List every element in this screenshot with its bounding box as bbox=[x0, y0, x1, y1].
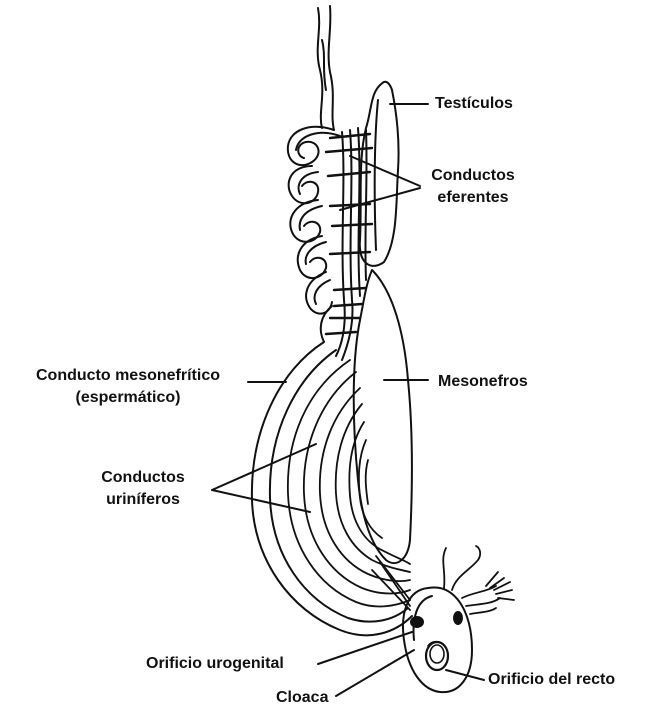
label-conductos-uriniferos-2: uriníferos bbox=[88, 490, 198, 510]
label-conductos-eferentes-1: Conductos bbox=[425, 166, 521, 186]
label-orificio-recto: Orificio del recto bbox=[488, 670, 615, 690]
uriniferous-tubules bbox=[288, 360, 410, 610]
label-cloaca: Cloaca bbox=[276, 688, 328, 708]
upper-duct bbox=[318, 6, 334, 130]
efferent-coils bbox=[288, 127, 340, 342]
label-conductos-uriniferos-1: Conductos bbox=[88, 468, 198, 488]
cloaca-appendages bbox=[443, 546, 514, 614]
leader-uriniferos-1 bbox=[212, 444, 316, 490]
label-orificio-urogenital: Orificio urogenital bbox=[146, 654, 284, 674]
mesonephros-shape bbox=[354, 270, 412, 563]
leader-cloaca bbox=[336, 650, 414, 696]
label-conducto-mesonefritico-1: Conducto mesonefrítico bbox=[8, 366, 248, 386]
cloaca-shape bbox=[403, 587, 472, 692]
label-mesonefros: Mesonefros bbox=[438, 372, 528, 392]
label-testiculos: Testículos bbox=[435, 94, 513, 114]
label-conducto-mesonefritico-2: (espermático) bbox=[8, 388, 248, 408]
mesonephric-duct bbox=[252, 342, 412, 635]
label-conductos-eferentes-2: eferentes bbox=[425, 188, 521, 208]
leader-uriniferos-2 bbox=[212, 490, 310, 512]
